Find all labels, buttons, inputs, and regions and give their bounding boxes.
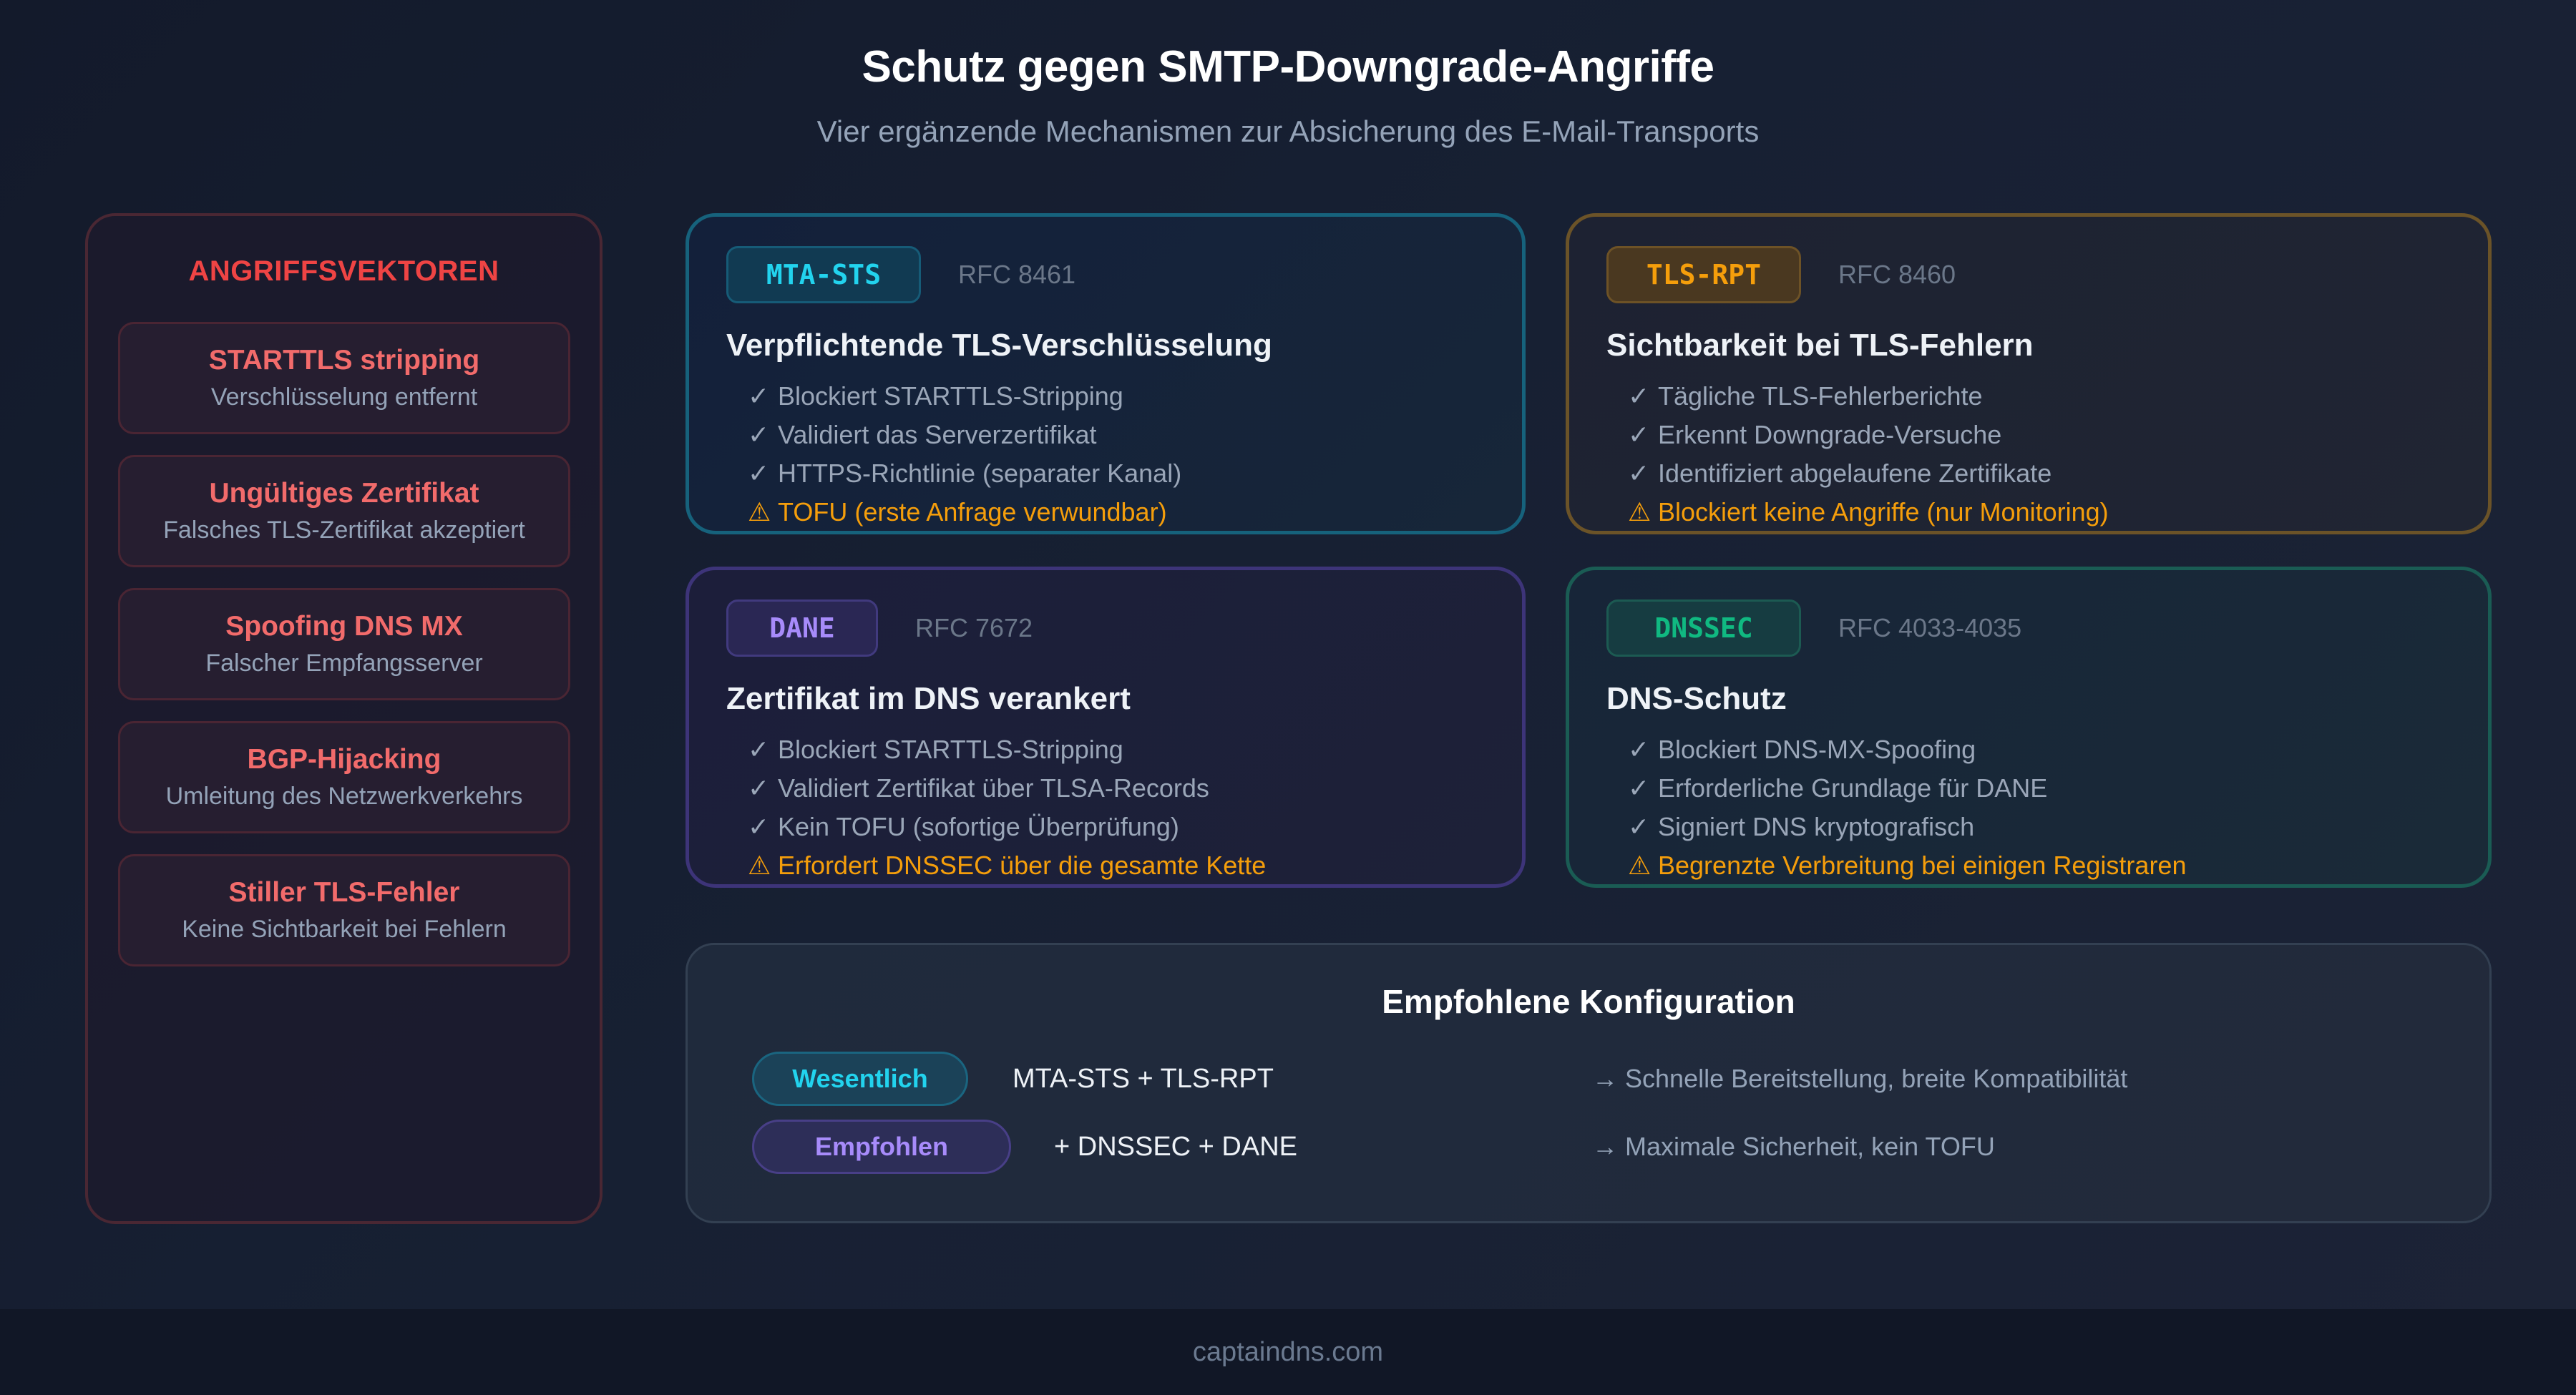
check-icon: ✓ xyxy=(1628,735,1650,764)
attack-vector-name: STARTTLS stripping xyxy=(208,345,480,376)
check-icon: ✓ xyxy=(1628,812,1650,841)
benefit-item: ✓Blockiert STARTTLS-Stripping xyxy=(748,377,1522,416)
mechanism-feature-list: ✓Blockiert STARTTLS-Stripping ✓Validiert… xyxy=(748,377,1522,532)
attack-vector-name: Spoofing DNS MX xyxy=(225,611,463,642)
benefit-item: ✓Validiert Zertifikat über TLSA-Records xyxy=(748,769,1522,808)
attack-vector-description: Verschlüsselung entfernt xyxy=(210,383,478,411)
config-combination: MTA-STS + TLS-RPT xyxy=(1013,1063,1274,1094)
benefit-item: ✓Validiert das Serverzertifikat xyxy=(748,416,1522,454)
check-icon: ✓ xyxy=(748,735,770,764)
check-icon: ✓ xyxy=(748,420,770,449)
attack-vector-description: Umleitung des Netzwerkverkehrs xyxy=(165,783,523,810)
warning-icon: ⚠ xyxy=(1628,497,1652,527)
mechanism-feature-list: ✓Blockiert STARTTLS-Stripping ✓Validiert… xyxy=(748,730,1522,885)
mechanism-feature-list: ✓Blockiert DNS-MX-Spoofing ✓Erforderlich… xyxy=(1628,730,2488,885)
level-pill-essential: Wesentlich xyxy=(752,1052,968,1106)
mechanism-title: Sichtbarkeit bei TLS-Fehlern xyxy=(1606,328,2034,363)
attack-vector-card: Stiller TLS-Fehler Keine Sichtbarkeit be… xyxy=(118,854,570,966)
mechanism-badge: DANE xyxy=(726,599,878,657)
footer: captaindns.com xyxy=(0,1309,2576,1395)
attack-vector-card: Ungültiges Zertifikat Falsches TLS-Zerti… xyxy=(118,455,570,567)
attack-vector-description: Falsches TLS-Zertifikat akzeptiert xyxy=(163,517,525,544)
warning-icon: ⚠ xyxy=(748,851,771,880)
config-row-essential: Wesentlich MTA-STS + TLS-RPT → Schnelle … xyxy=(752,1052,2127,1106)
attack-vectors-heading: ANGRIFFSVEKTOREN xyxy=(188,255,499,287)
attack-vector-name: BGP-Hijacking xyxy=(247,744,441,775)
mechanism-card-mta-sts: MTA-STS RFC 8461 Verpflichtende TLS-Vers… xyxy=(686,213,1526,534)
mechanism-title: DNS-Schutz xyxy=(1606,681,1787,716)
page-subtitle: Vier ergänzende Mechanismen zur Absicher… xyxy=(816,114,1760,148)
attack-vectors-panel: ANGRIFFSVEKTOREN STARTTLS stripping Vers… xyxy=(85,213,602,1224)
mechanism-badge: MTA-STS xyxy=(726,246,921,303)
rfc-reference: RFC 4033-4035 xyxy=(1838,613,2022,642)
mechanism-feature-list: ✓Tägliche TLS-Fehlerberichte ✓Erkennt Do… xyxy=(1628,377,2488,532)
attack-vector-card: Spoofing DNS MX Falscher Empfangsserver xyxy=(118,588,570,700)
warning-item: ⚠TOFU (erste Anfrage verwundbar) xyxy=(748,493,1522,532)
benefit-item: ✓Kein TOFU (sofortige Überprüfung) xyxy=(748,808,1522,846)
config-combination: + DNSSEC + DANE xyxy=(1054,1131,1297,1162)
mechanism-title: Verpflichtende TLS-Verschlüsselung xyxy=(726,328,1272,363)
check-icon: ✓ xyxy=(1628,773,1650,803)
benefit-item: ✓Blockiert STARTTLS-Stripping xyxy=(748,730,1522,769)
arrow-right-icon: → xyxy=(1592,1064,1618,1093)
warning-item: ⚠Begrenzte Verbreitung bei einigen Regis… xyxy=(1628,846,2488,885)
benefit-item: ✓Erforderliche Grundlage für DANE xyxy=(1628,769,2488,808)
check-icon: ✓ xyxy=(748,773,770,803)
benefit-item: ✓Erkennt Downgrade-Versuche xyxy=(1628,416,2488,454)
page-title: Schutz gegen SMTP-Downgrade-Angriffe xyxy=(862,42,1715,92)
recommended-config-panel: Empfohlene Konfiguration Wesentlich MTA-… xyxy=(686,943,2492,1223)
config-note: → Maximale Sicherheit, kein TOFU xyxy=(1592,1132,1995,1161)
attack-vector-description: Keine Sichtbarkeit bei Fehlern xyxy=(182,916,507,943)
rfc-reference: RFC 7672 xyxy=(915,613,1033,642)
mechanism-card-tls-rpt: TLS-RPT RFC 8460 Sichtbarkeit bei TLS-Fe… xyxy=(1566,213,2492,534)
benefit-item: ✓Identifiziert abgelaufene Zertifikate xyxy=(1628,454,2488,493)
attack-vector-card: BGP-Hijacking Umleitung des Netzwerkverk… xyxy=(118,721,570,833)
attack-vectors-list: STARTTLS stripping Verschlüsselung entfe… xyxy=(118,322,570,987)
check-icon: ✓ xyxy=(748,381,770,411)
warning-item: ⚠Erfordert DNSSEC über die gesamte Kette xyxy=(748,846,1522,885)
config-title: Empfohlene Konfiguration xyxy=(1382,983,1795,1020)
check-icon: ✓ xyxy=(1628,420,1650,449)
mechanism-badge: TLS-RPT xyxy=(1606,246,1801,303)
arrow-right-icon: → xyxy=(1592,1132,1618,1161)
attack-vector-card: STARTTLS stripping Verschlüsselung entfe… xyxy=(118,322,570,434)
benefit-item: ✓Tägliche TLS-Fehlerberichte xyxy=(1628,377,2488,416)
rfc-reference: RFC 8461 xyxy=(958,260,1076,289)
benefit-item: ✓HTTPS-Richtlinie (separater Kanal) xyxy=(748,454,1522,493)
warning-icon: ⚠ xyxy=(1628,851,1652,880)
attack-vector-description: Falscher Empfangsserver xyxy=(205,650,483,677)
benefit-item: ✓Blockiert DNS-MX-Spoofing xyxy=(1628,730,2488,769)
mechanism-card-dane: DANE RFC 7672 Zertifikat im DNS veranker… xyxy=(686,567,1526,888)
mechanism-title: Zertifikat im DNS verankert xyxy=(726,681,1131,716)
config-row-recommended: Empfohlen + DNSSEC + DANE → Maximale Sic… xyxy=(752,1120,1995,1174)
benefit-item: ✓Signiert DNS kryptografisch xyxy=(1628,808,2488,846)
rfc-reference: RFC 8460 xyxy=(1838,260,1956,289)
warning-item: ⚠Blockiert keine Angriffe (nur Monitorin… xyxy=(1628,493,2488,532)
attack-vector-name: Stiller TLS-Fehler xyxy=(228,877,460,908)
check-icon: ✓ xyxy=(748,459,770,488)
level-pill-recommended: Empfohlen xyxy=(752,1120,1011,1174)
warning-icon: ⚠ xyxy=(748,497,771,527)
check-icon: ✓ xyxy=(748,812,770,841)
attack-vector-name: Ungültiges Zertifikat xyxy=(209,478,479,509)
check-icon: ✓ xyxy=(1628,381,1650,411)
check-icon: ✓ xyxy=(1628,459,1650,488)
mechanism-badge: DNSSEC xyxy=(1606,599,1801,657)
config-note: → Schnelle Bereitstellung, breite Kompat… xyxy=(1592,1064,2128,1093)
mechanism-card-dnssec: DNSSEC RFC 4033-4035 DNS-Schutz ✓Blockie… xyxy=(1566,567,2492,888)
footer-site-link[interactable]: captaindns.com xyxy=(1192,1336,1384,1367)
